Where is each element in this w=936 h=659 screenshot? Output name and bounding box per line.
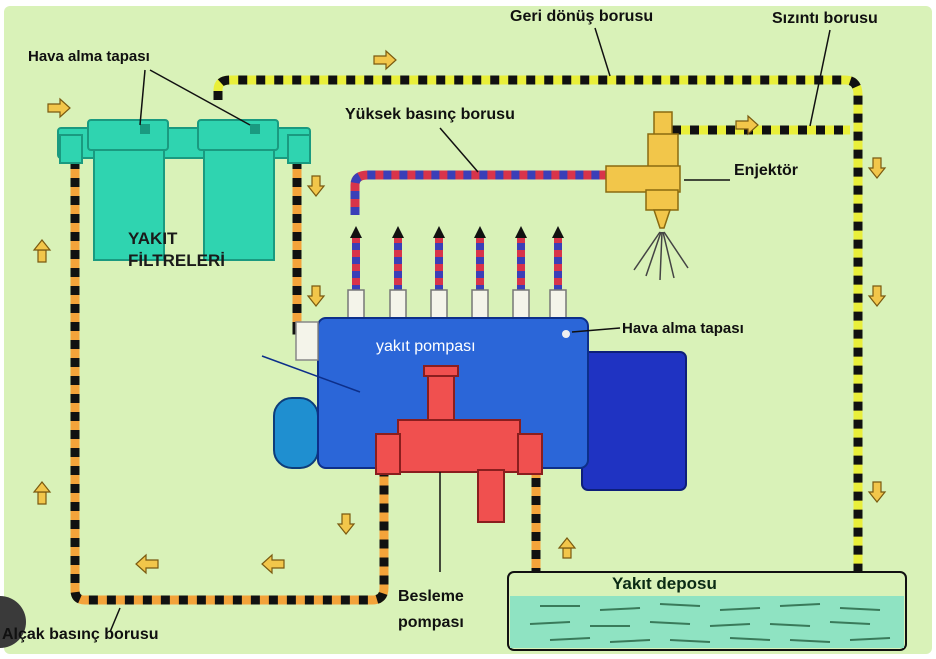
leader-lines: [109, 27, 831, 633]
label-fuel-filters-line2: FİLTRELERİ: [128, 251, 225, 270]
fuel-filters: [57, 119, 311, 261]
label-feed-pump-line1: Besleme: [398, 588, 464, 605]
feed-pump: [375, 365, 543, 572]
label-bleed-plug-pump: Hava alma tapası: [622, 320, 744, 337]
filter-to-pump-pipe: [292, 160, 302, 335]
return-pipe: [213, 75, 863, 622]
label-leak-pipe: Sızıntı borusu: [772, 10, 878, 27]
label-bleed-plug-top: Hava alma tapası: [28, 48, 150, 65]
injector: [605, 111, 730, 281]
low-pressure-pipe: [70, 160, 389, 605]
corner-overlay: [0, 596, 26, 648]
label-high-pressure-pipe: Yüksek basınç borusu: [345, 106, 515, 123]
label-return-pipe: Geri dönüş borusu: [510, 8, 654, 25]
pump-outlets: [347, 226, 567, 321]
label-fuel-tank: Yakıt deposu: [612, 574, 717, 593]
label-fuel-pump: yakıt pompası: [372, 338, 480, 356]
label-low-pressure-pipe: Alçak basınç borusu: [2, 626, 159, 643]
label-fuel-filters-line1: YAKIT: [128, 229, 178, 248]
flow-arrows: [32, 49, 887, 575]
high-pressure-pipe: [350, 170, 608, 215]
fuel-tank: [507, 571, 907, 651]
label-feed-pump-line2: pompası: [398, 614, 464, 631]
label-injector: Enjektör: [734, 162, 799, 179]
